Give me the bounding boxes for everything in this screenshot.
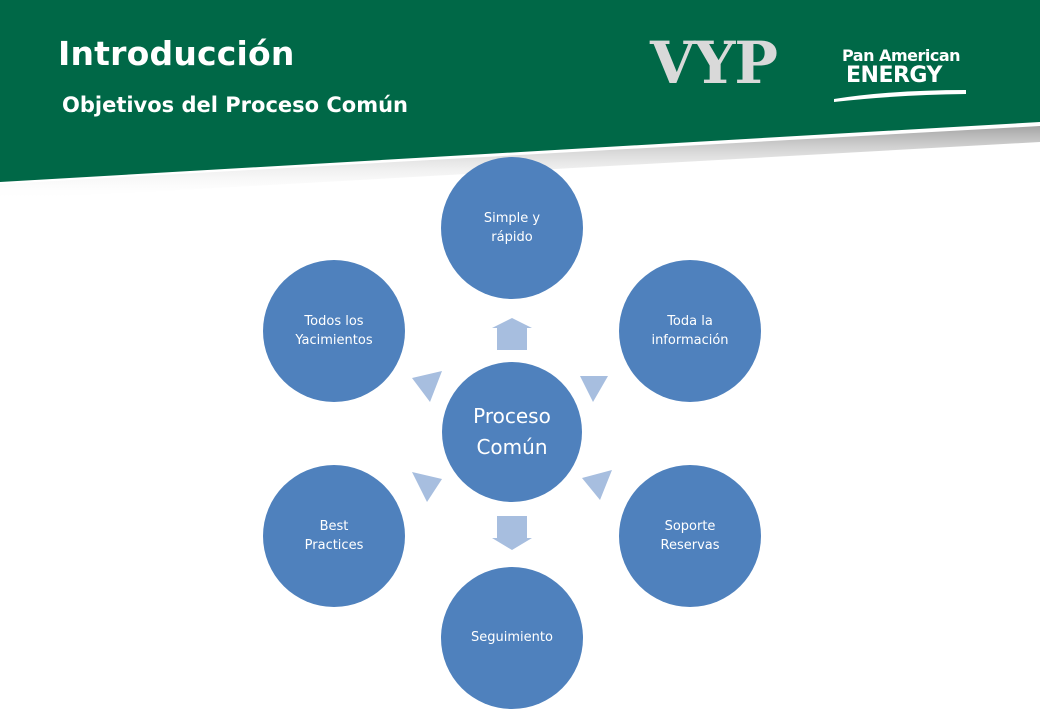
node-label-line2: Practices [304,538,364,553]
center-label-line1: Proceso [473,404,551,428]
node-todos-yacimientos [263,260,405,402]
node-label-line2: rápido [491,230,533,245]
logo-text-pan-american: Pan American [842,46,961,65]
node-label-line2: información [651,333,729,348]
center-node-label: Proceso Común [442,362,582,502]
node-label-line1: Soporte [664,518,716,534]
node-seguimiento [441,567,583,709]
node-label-seguimiento: Seguimiento [447,593,577,683]
node-label-todos-yacimientos: Todos los Yacimientos [269,286,399,376]
node-label-line2: Reservas [660,538,720,553]
pan-american-energy-logo: Pan American ENERGY [842,46,961,88]
node-best-practices [263,465,405,607]
center-label-line2: Común [476,435,548,459]
page-subtitle: Objetivos del Proceso Común [62,93,408,117]
logo-text-energy: ENERGY [846,63,942,88]
arrow-to-informacion [580,376,608,402]
node-label-soporte-reservas: Soporte Reservas [625,491,755,581]
node-label-toda-informacion: Toda la información [625,286,755,376]
node-label-line1: Todos los [304,313,364,329]
arrow-to-soporte [582,470,612,500]
arrow-to-simple [492,318,532,350]
node-label-line1: Seguimiento [471,630,553,646]
node-toda-informacion [619,260,761,402]
node-label-line1: Toda la [667,313,713,329]
arrow-to-seguimiento [492,516,532,550]
node-label-line2: Yacimientos [295,333,373,348]
vyp-logo: VYP [650,29,778,97]
node-label-simple-rapido: Simple y rápido [447,183,577,273]
logo-swoosh-icon [834,90,966,102]
node-label-line1: Best [319,518,349,534]
center-node [442,362,582,502]
arrow-to-best-practices [412,472,442,502]
node-label-best-practices: Best Practices [269,491,399,581]
node-label-line1: Simple y [483,210,541,226]
node-soporte-reservas [619,465,761,607]
node-simple-rapido [441,157,583,299]
arrow-to-yacimientos [412,371,442,402]
page-title: Introducción [58,34,295,73]
